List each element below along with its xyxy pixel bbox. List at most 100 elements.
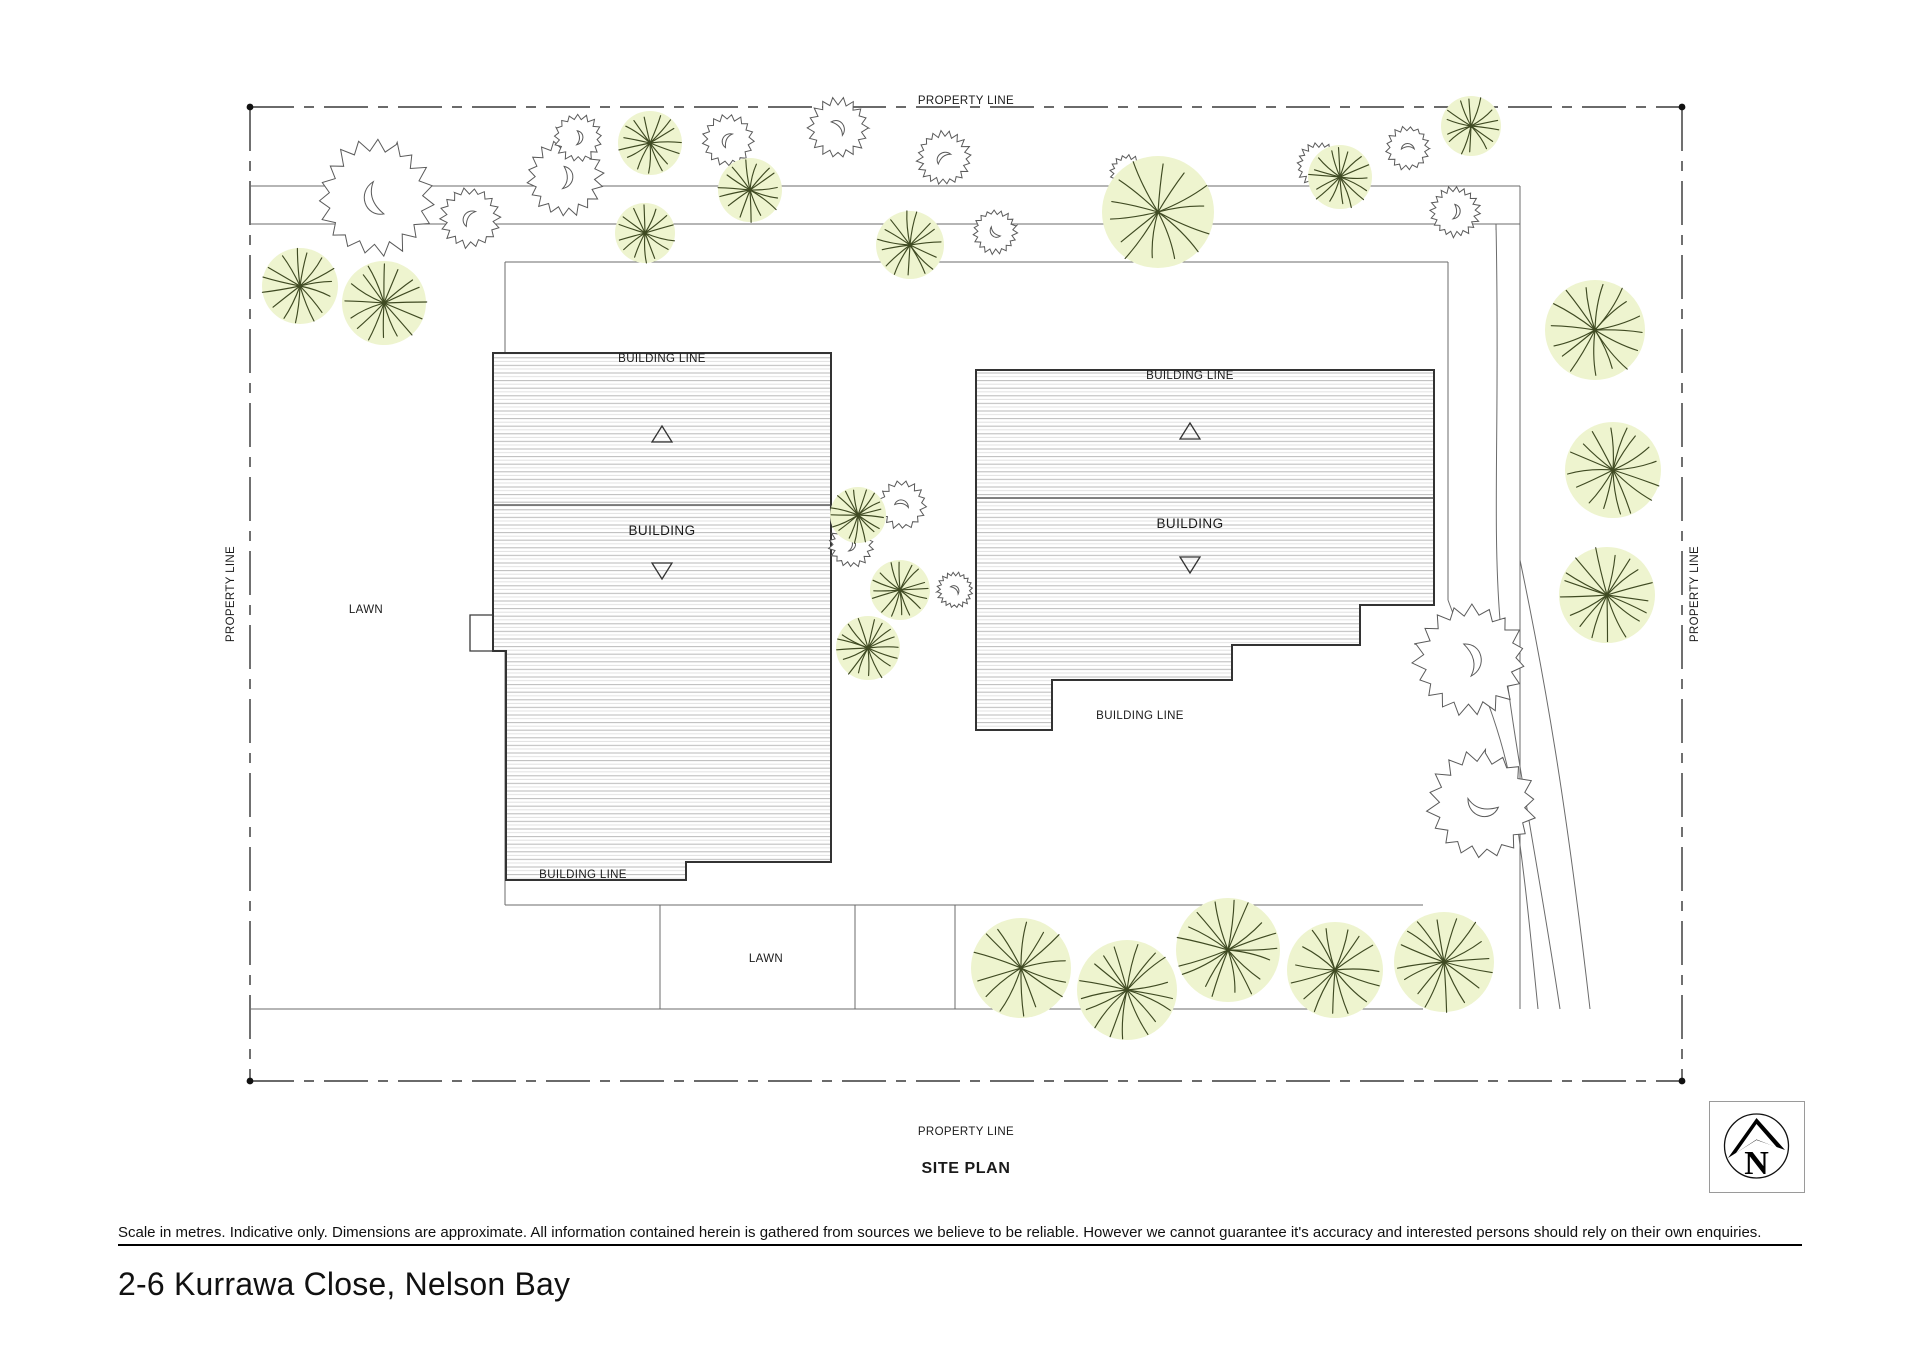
tree-branch [906, 210, 911, 246]
tree-canopy-outline [972, 209, 1019, 256]
tree-green-radial [1565, 422, 1661, 518]
tree-canopy-outline [934, 571, 974, 609]
tree-branch [891, 589, 901, 617]
tree-branch [749, 189, 752, 223]
boundary-corner-marker [246, 103, 254, 111]
roof-pitch-down-icon [1178, 556, 1202, 575]
tree-trunk-symbol [575, 130, 584, 146]
tree-branch [1109, 989, 1128, 1038]
tree-branch [1579, 594, 1608, 627]
tree-branch [649, 142, 668, 165]
tree-canopy-outline [806, 96, 871, 158]
tree-outline-bumpy [318, 138, 435, 258]
building-label-left: BUILDING [629, 523, 696, 538]
tree-branch [731, 166, 751, 191]
tree-branch [717, 187, 751, 191]
tree-branch [1020, 967, 1037, 1008]
tree-branch [1417, 961, 1445, 995]
tree-branch [1612, 469, 1632, 514]
tree-branch [890, 219, 911, 246]
tree-branch [1325, 928, 1336, 971]
tree-outline-bumpy [1428, 185, 1482, 239]
tree-branch [1606, 594, 1627, 638]
tree-branch [281, 255, 301, 287]
tree-branch [831, 514, 859, 528]
tree-trunk-point [642, 230, 648, 236]
tree-branch [1567, 469, 1614, 475]
tree-branch [1121, 989, 1128, 1040]
tree-branch [1339, 176, 1368, 192]
tree-outline-bumpy [1411, 603, 1525, 717]
tree-branch [1612, 469, 1622, 515]
tree-branch [1339, 176, 1344, 205]
tree-branch [749, 163, 757, 191]
tree-canopy-outline [701, 113, 756, 167]
tree-branch [857, 489, 867, 516]
tree-branch [262, 276, 301, 287]
tree-canopy-outline [1411, 603, 1525, 717]
tree-branch [644, 215, 668, 234]
tree-branch [985, 967, 1022, 998]
tree-branch [623, 232, 646, 251]
tree-branch [1316, 176, 1341, 190]
tree-trunk-point [1610, 467, 1616, 473]
tree-branch [1124, 211, 1159, 260]
tree-branch [857, 514, 880, 530]
tree-green-radial [1394, 912, 1494, 1013]
tree-branch [881, 589, 901, 613]
tree-branch [649, 119, 672, 144]
tree-trunk-symbol [1462, 643, 1482, 678]
tree-branch [1460, 100, 1472, 127]
tree-branch [836, 647, 869, 651]
tree-branch [749, 186, 778, 191]
tree-branch [867, 636, 895, 649]
tree-branch [873, 589, 901, 592]
tree-branch [1334, 929, 1349, 971]
disclaimer-text: Scale in metres. Indicative only. Dimens… [118, 1224, 1802, 1247]
tree-branch [383, 302, 413, 336]
property-line-label-right: PROPERTY LINE [1689, 546, 1701, 642]
property-line-label-left: PROPERTY LINE [225, 546, 237, 642]
tree-branch [1443, 961, 1466, 1004]
tree-trunk-point [1604, 592, 1610, 598]
tree-green-radial [1441, 96, 1501, 156]
tree-branch [1594, 301, 1627, 331]
tree-branch [637, 142, 651, 170]
tree-branch [857, 514, 884, 519]
tree-branch [1559, 594, 1608, 598]
tree-green-radial [829, 487, 886, 544]
tree-outline-bumpy [877, 480, 928, 530]
tree-branch [848, 514, 859, 539]
property-line-label-top: PROPERTY LINE [918, 95, 1014, 107]
tree-branch [1196, 911, 1229, 951]
tree-branch [299, 280, 333, 287]
building-right: BUILDING LINE BUILDING BUILDING LINE [975, 369, 1435, 731]
building-line-label-right-bottom: BUILDING LINE [1096, 710, 1184, 722]
tree-branch [1561, 329, 1596, 357]
tree-branch [1181, 949, 1229, 975]
tree-branch [1595, 547, 1608, 596]
tree-branch [1612, 427, 1628, 471]
tree-branch [1118, 179, 1159, 213]
tree-branch [1606, 594, 1647, 614]
roof-pitch-up-icon [1178, 421, 1202, 440]
tree-branch [907, 244, 911, 276]
tree-green-radial [870, 560, 930, 620]
tree-branch [383, 286, 420, 304]
tree-branch [867, 647, 870, 677]
tree-branch [1205, 949, 1229, 987]
tree-branch [1570, 329, 1596, 372]
tree-branch [1295, 964, 1336, 971]
tree-trunk-point [1332, 967, 1338, 973]
tree-branch [644, 208, 657, 234]
tree-branch [1461, 125, 1472, 155]
plan-labels: PROPERTY LINE PROPERTY LINE PROPERTY LIN… [225, 95, 1701, 1177]
tree-branch [649, 141, 682, 144]
tree-branch [350, 283, 385, 304]
tree-branch [1569, 594, 1608, 616]
tree-branch [1585, 287, 1596, 331]
roof-pitch-down-icon [650, 562, 674, 581]
tree-branch [1565, 572, 1608, 596]
tree-branch [1318, 157, 1341, 178]
tree-branch [1610, 427, 1615, 471]
